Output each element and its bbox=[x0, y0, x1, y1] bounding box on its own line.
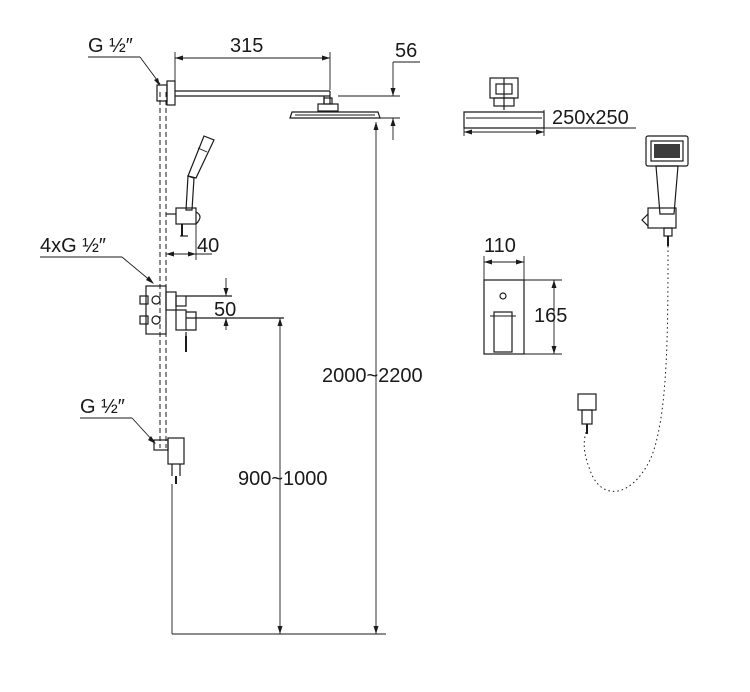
label-plate-width: 110 bbox=[484, 235, 516, 257]
label-holder-offset: 40 bbox=[197, 235, 219, 257]
dimension-315 bbox=[174, 52, 331, 90]
shower-arm bbox=[175, 90, 331, 104]
shower-head-side-view bbox=[463, 77, 636, 136]
label-g-half-top: G ½″ bbox=[88, 35, 133, 57]
mixing-valve bbox=[139, 285, 284, 352]
dimension-110 bbox=[483, 256, 525, 280]
hand-shower bbox=[641, 135, 689, 246]
dimension-40 bbox=[166, 224, 212, 260]
leader-g-half-top bbox=[88, 56, 161, 86]
label-g-half-bottom: G ½″ bbox=[80, 396, 125, 418]
label-arm-length: 315 bbox=[230, 35, 263, 57]
label-head-offset: 56 bbox=[395, 40, 417, 62]
dimension-total-height bbox=[373, 122, 379, 634]
riser-pipe bbox=[159, 92, 167, 448]
hose-connector bbox=[577, 393, 597, 434]
dimension-50 bbox=[223, 278, 229, 330]
shower-head bbox=[289, 97, 381, 119]
label-valve-offset: 50 bbox=[214, 299, 236, 321]
leader-g-half-bottom bbox=[80, 417, 156, 444]
label-total-height: 2000~2200 bbox=[322, 365, 423, 387]
label-plate-height: 165 bbox=[534, 305, 567, 327]
hand-shower-on-holder bbox=[166, 135, 215, 237]
leader-inlets bbox=[40, 256, 154, 284]
floor-reference bbox=[171, 484, 386, 635]
label-valve-height: 900~1000 bbox=[238, 468, 328, 490]
bottom-outlet bbox=[153, 437, 185, 484]
valve-cover-plate bbox=[483, 279, 525, 355]
dimension-valve-height bbox=[277, 318, 283, 634]
dimension-165 bbox=[524, 279, 562, 355]
label-head-size: 250x250 bbox=[552, 107, 629, 129]
dimension-56 bbox=[338, 61, 420, 140]
label-inlets: 4xG ½″ bbox=[40, 235, 106, 257]
top-wall-elbow bbox=[156, 80, 176, 106]
hose bbox=[583, 245, 669, 492]
